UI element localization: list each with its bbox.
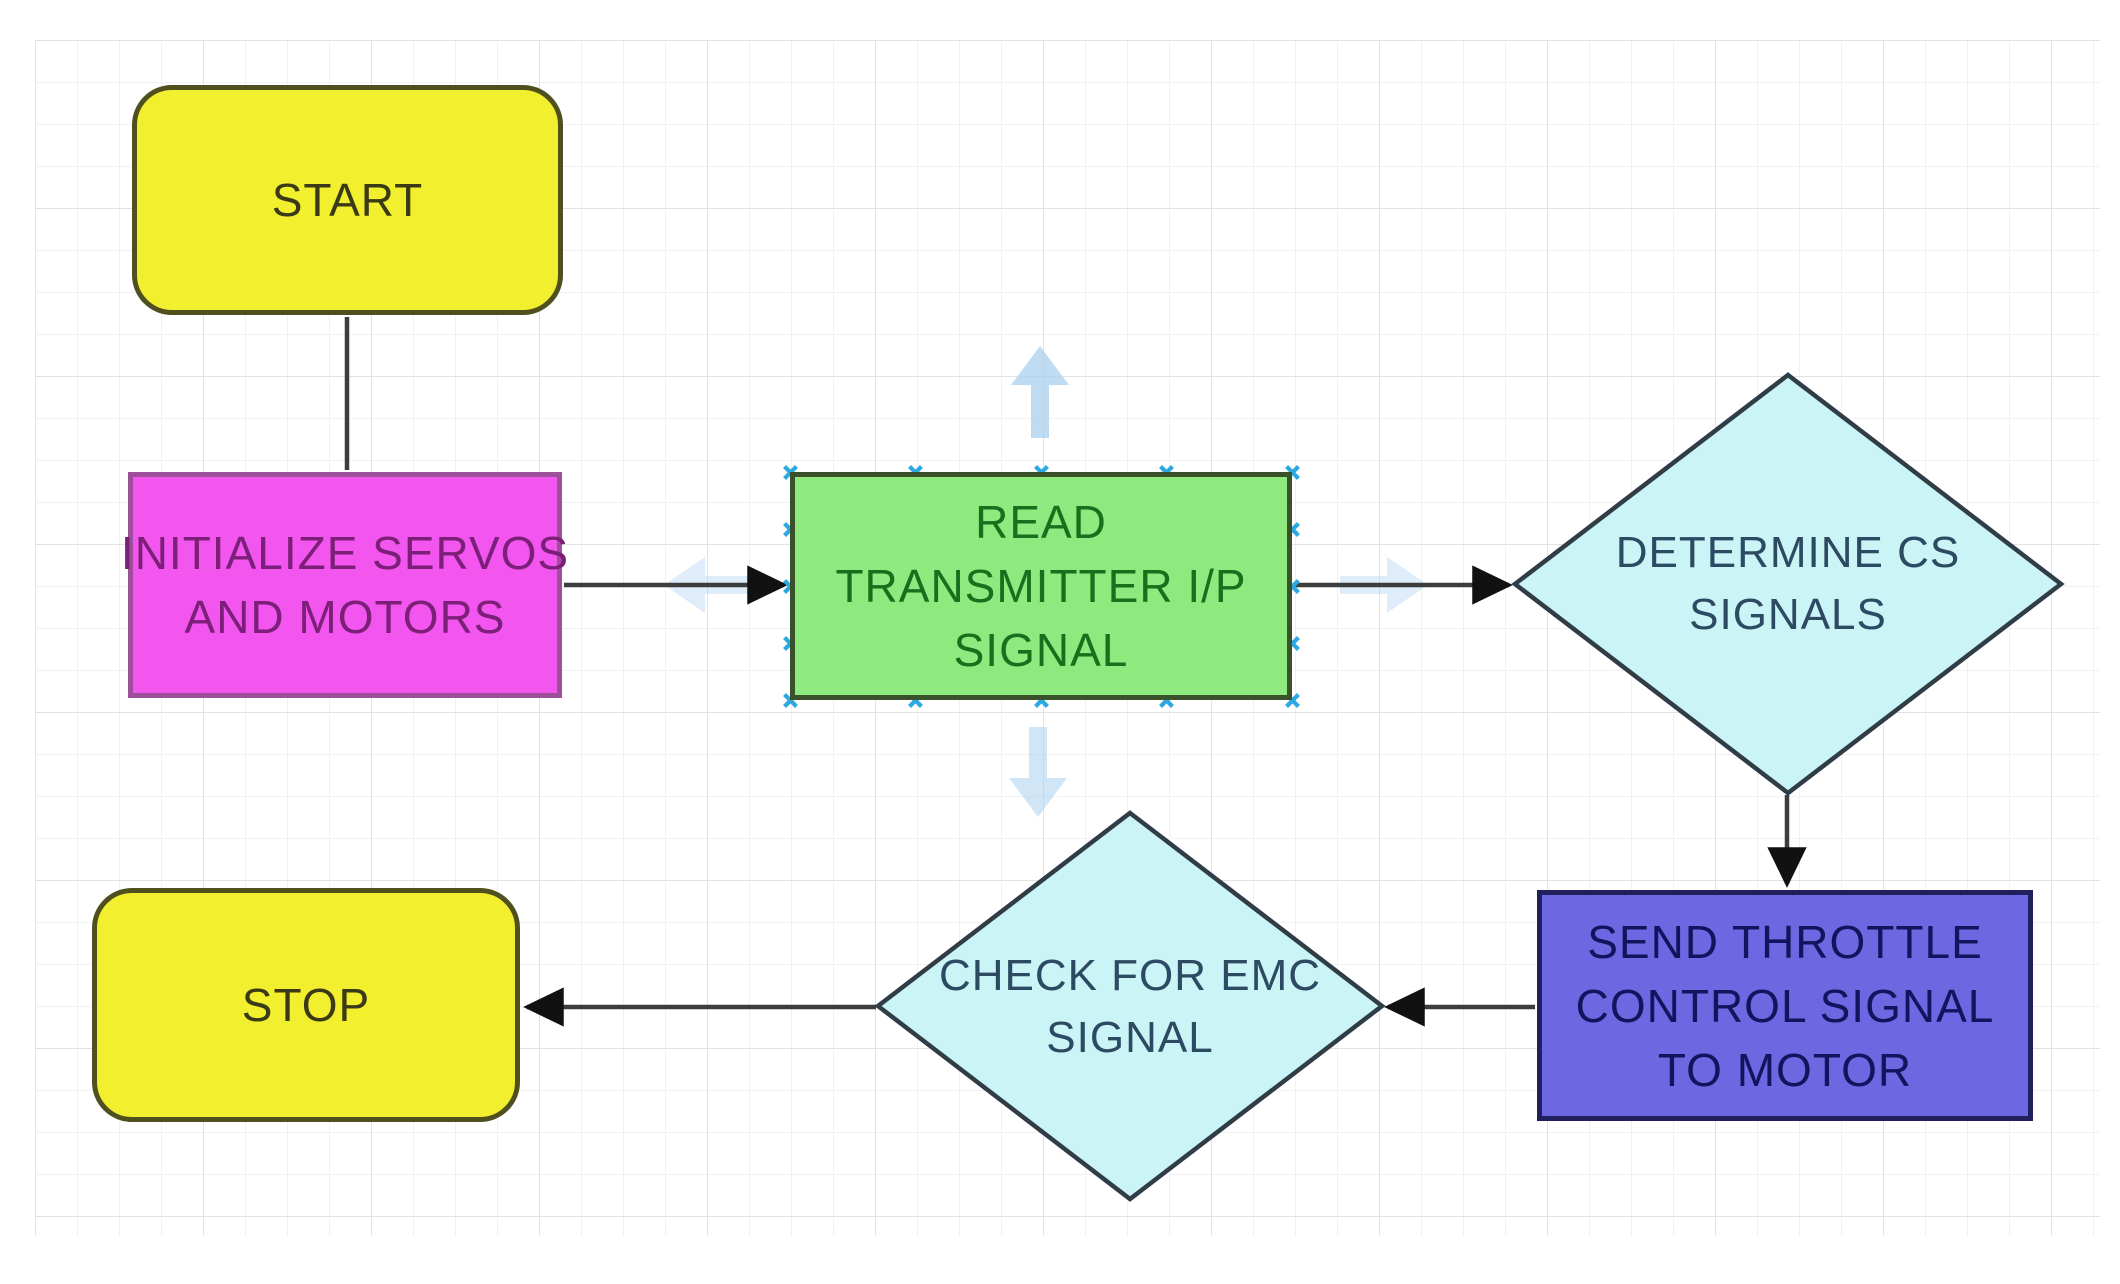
node-determine-cs-diamond[interactable]: [1511, 372, 2065, 796]
node-initialize-label-line1: INITIALIZE SERVOS: [120, 527, 570, 579]
node-read-transmitter[interactable]: READ TRANSMITTER I/P SIGNAL: [790, 472, 1292, 700]
node-stop-label: STOP: [241, 979, 371, 1031]
node-throttle-label-line2: CONTROL SIGNAL: [1575, 979, 1995, 1032]
node-determine-cs-label[interactable]: DETERMINE CS SIGNALS: [1588, 518, 1988, 650]
node-throttle-label-line3: TO MOTOR: [1657, 1043, 1913, 1096]
node-stop[interactable]: STOP: [92, 888, 520, 1122]
edge-layer: [344, 317, 1807, 1027]
node-throttle-label-line1: SEND THROTTLE: [1587, 915, 1983, 968]
determine-cs-line2: SIGNALS: [1689, 590, 1887, 639]
node-check-emc-label[interactable]: CHECK FOR EMC SIGNAL: [930, 941, 1330, 1073]
node-initialize-servos[interactable]: INITIALIZE SERVOS AND MOTORS: [121, 472, 568, 698]
check-emc-line1: CHECK FOR EMC: [938, 951, 1322, 1000]
determine-cs-line1: DETERMINE CS: [1615, 528, 1961, 577]
direction-arrow-down-icon[interactable]: [1009, 727, 1067, 817]
node-read-label-line1: READ: [975, 496, 1107, 548]
node-check-emc-diamond[interactable]: [874, 810, 1386, 1202]
check-emc-line2: SIGNAL: [1046, 1013, 1214, 1062]
direction-arrow-up-icon[interactable]: [1011, 346, 1069, 438]
node-send-throttle[interactable]: SEND THROTTLE CONTROL SIGNAL TO MOTOR: [1537, 890, 2033, 1121]
node-start-label: START: [271, 174, 424, 226]
node-initialize-label-line2: AND MOTORS: [184, 591, 506, 643]
node-read-label-line3: SIGNAL: [953, 624, 1129, 676]
node-read-label-line2: TRANSMITTER I/P: [835, 560, 1247, 612]
node-start[interactable]: START: [132, 85, 563, 315]
